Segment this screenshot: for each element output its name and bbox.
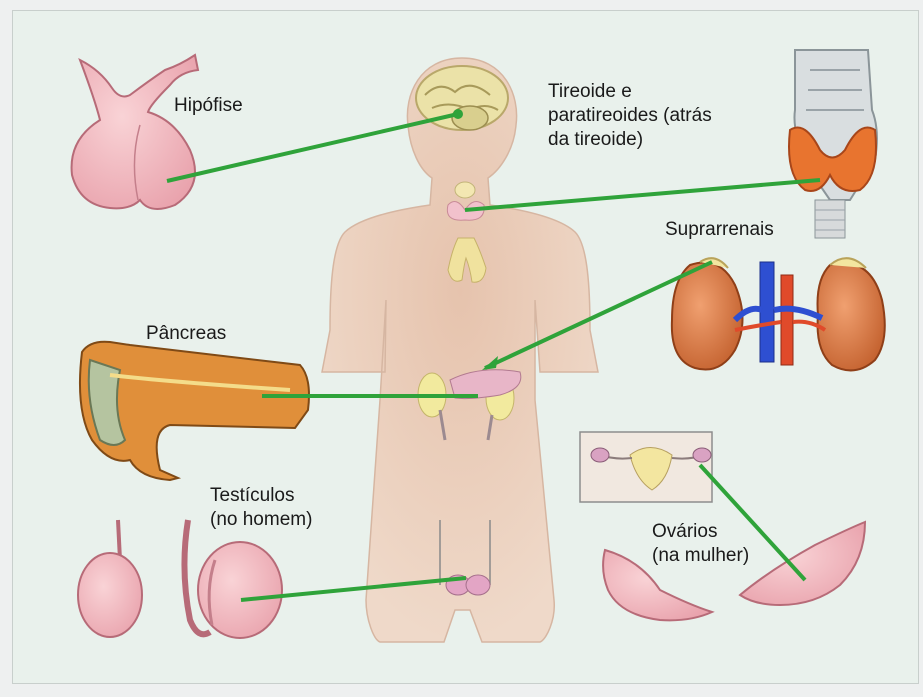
label-hipofise: Hipófise (174, 94, 243, 118)
label-tireoide-line3: da tireoide) (548, 128, 643, 152)
ovary-right-icon (740, 522, 865, 605)
pancreas-icon (80, 342, 309, 480)
thyroid-larynx-icon (789, 50, 877, 238)
uterus-ovaries-icon (580, 432, 712, 502)
kidneys-adrenals-icon (672, 258, 885, 370)
leader-line-tireoide (465, 180, 820, 210)
label-tireoide-line1: Tireoide e (548, 80, 632, 104)
label-pancreas: Pâncreas (146, 322, 226, 346)
pointer-dot-hipofise (453, 109, 463, 119)
label-suprarrenais: Suprarrenais (665, 218, 774, 242)
label-ovarios-line2: (na mulher) (652, 544, 749, 568)
label-tireoide-line2: paratireoides (atrás (548, 104, 712, 128)
label-testiculos-line2: (no homem) (210, 508, 312, 532)
testis-right-icon (184, 520, 282, 638)
label-testiculos-line1: Testículos (210, 484, 294, 508)
testis-left-icon (78, 520, 142, 637)
label-ovarios-line1: Ovários (652, 520, 717, 544)
pituitary-gland-icon (72, 55, 198, 209)
